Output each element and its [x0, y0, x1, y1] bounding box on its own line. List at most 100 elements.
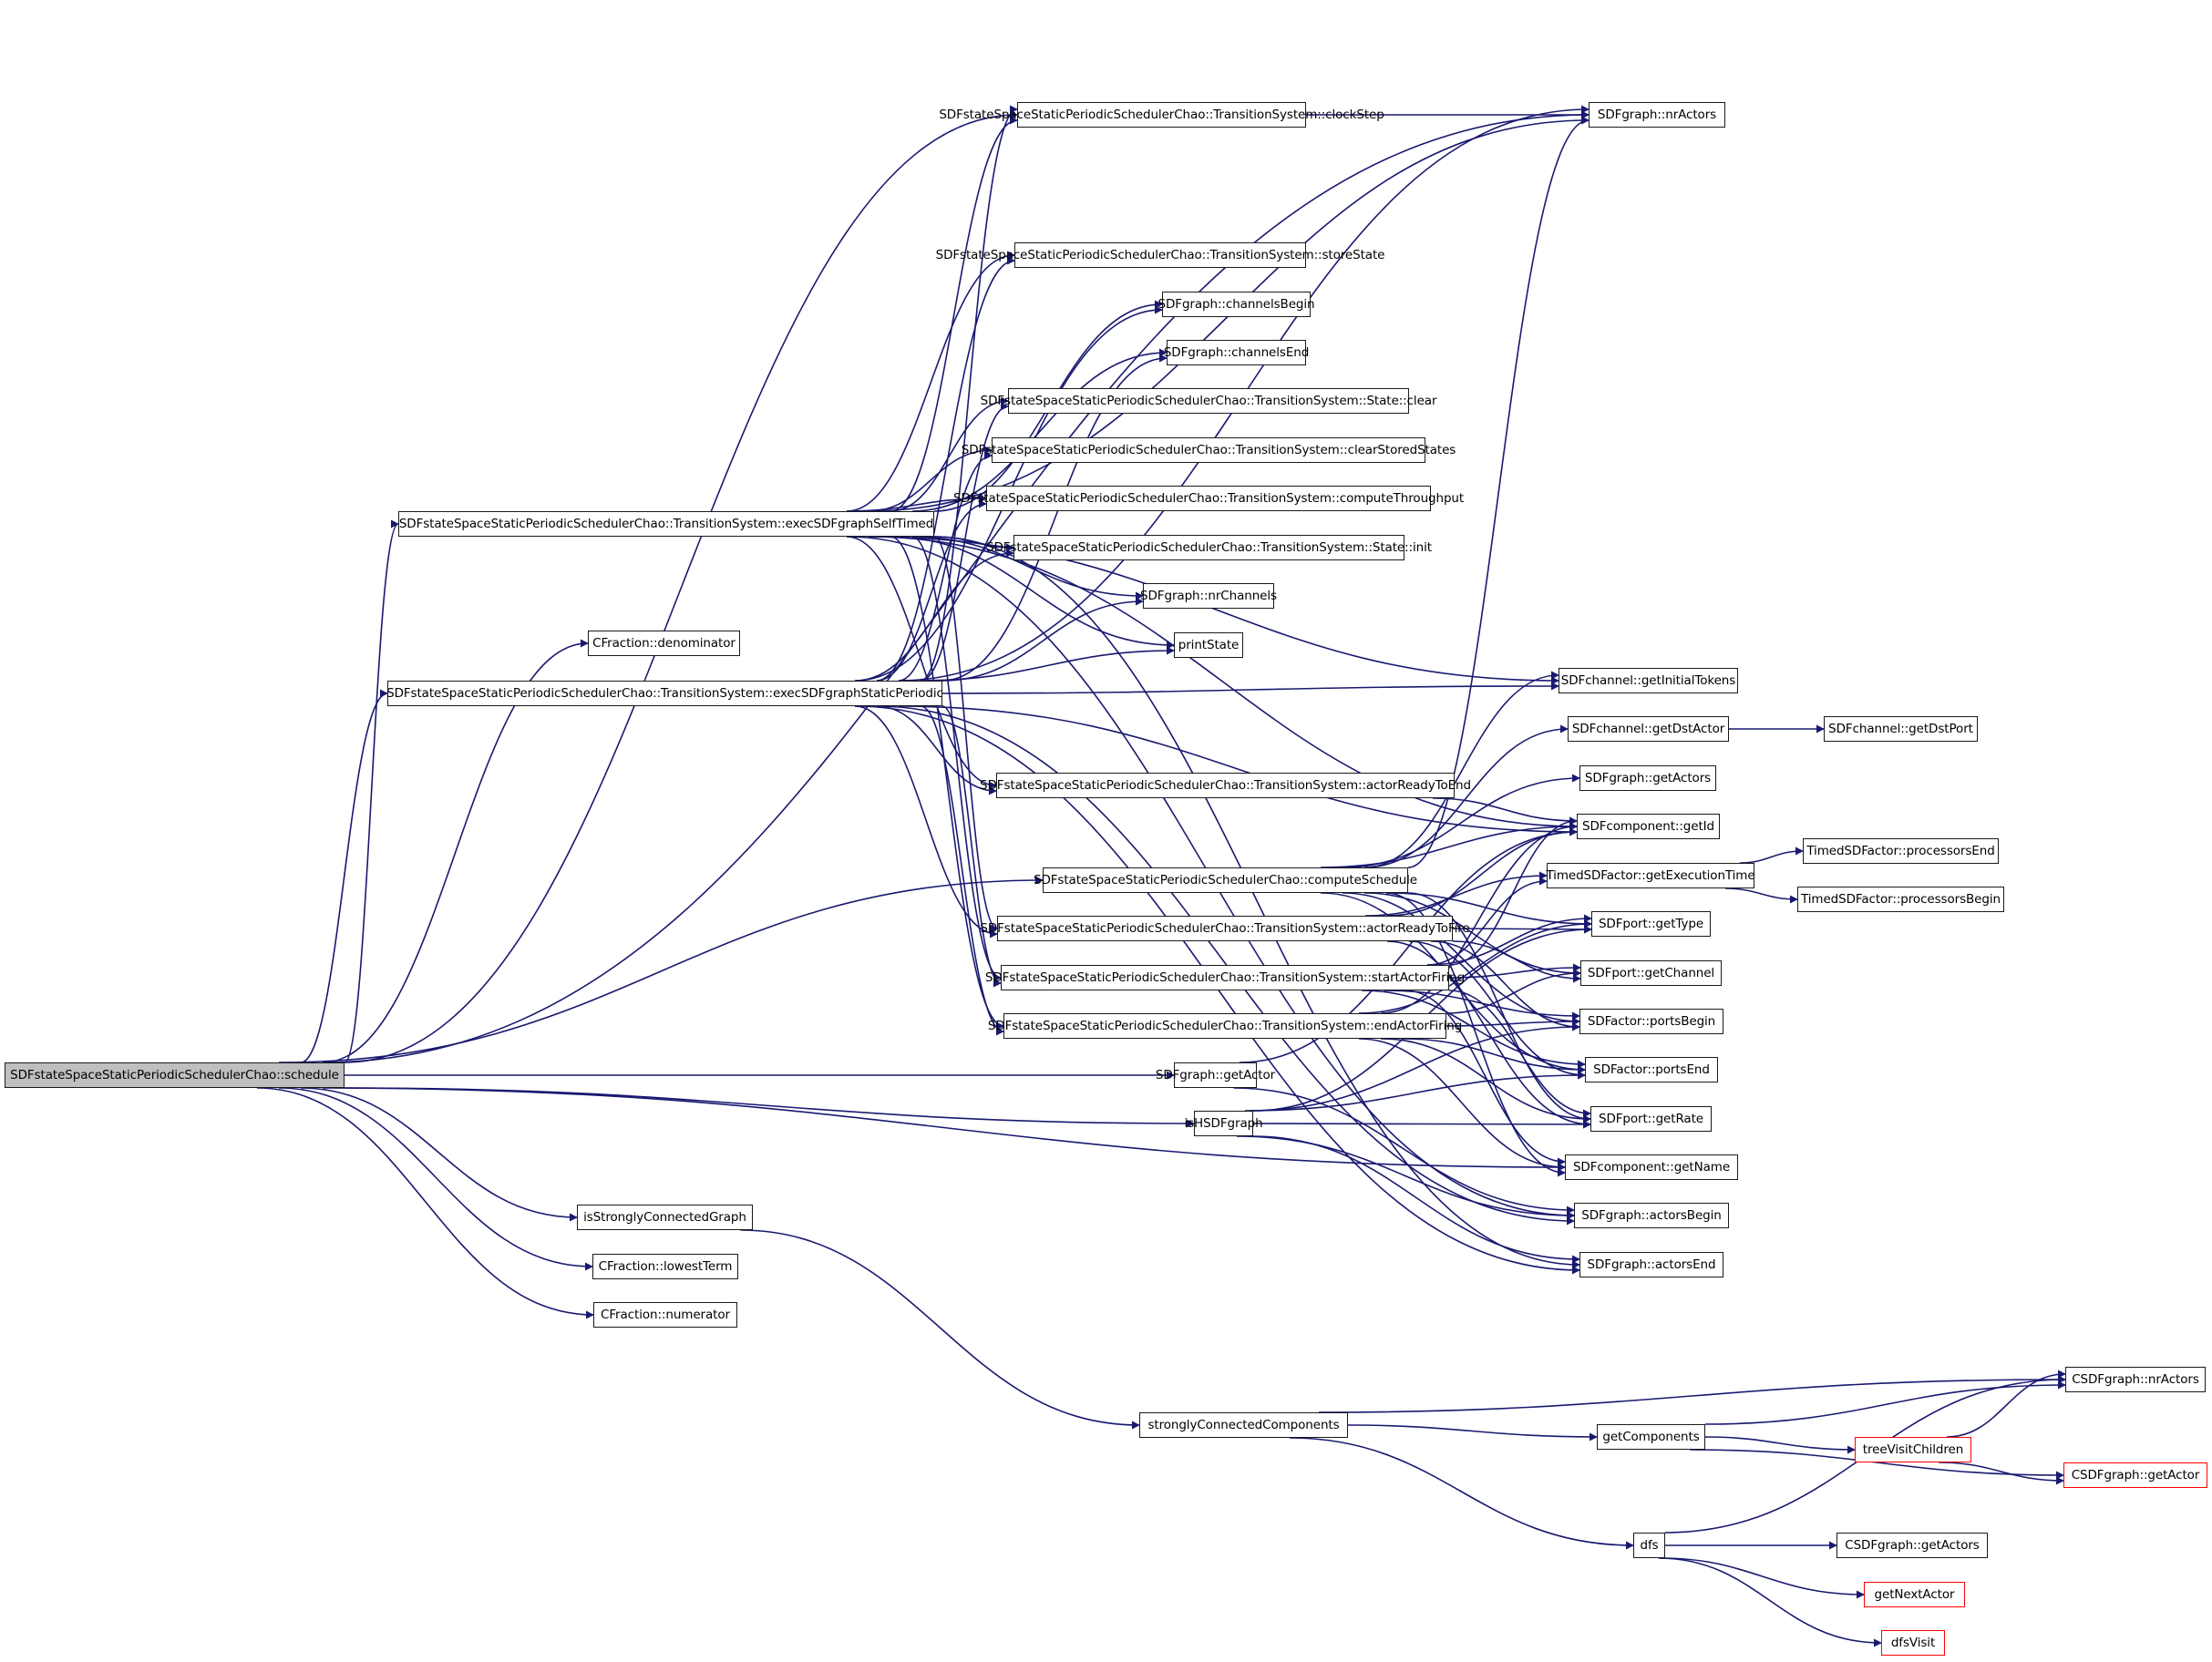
node-processors-end[interactable]: TimedSDFactor::processorsEnd	[1803, 838, 1999, 864]
edge-stronglyConnectedComponents-to-dfs	[1289, 1437, 1634, 1550]
edge-execStaticPeriodic-to-clearStoredStates	[898, 451, 993, 682]
node-print-state[interactable]: printState	[1174, 632, 1243, 658]
node-channels-end[interactable]: SDFgraph::channelsEnd	[1164, 340, 1309, 365]
edge-startActorFiring-to-getId	[1448, 816, 1578, 966]
node-strongly-connected-components[interactable]: stronglyConnectedComponents	[1139, 1412, 1348, 1438]
node-get-dst-actor[interactable]: SDFchannel::getDstActor	[1568, 716, 1729, 742]
node-schedule[interactable]: SDFstateSpaceStaticPeriodicSchedulerChao…	[5, 1062, 345, 1088]
edge-schedule-to-computeSchedule	[278, 876, 1044, 1063]
node-sdfactor-ports-begin[interactable]: SDFactor::portsBegin	[1579, 1009, 1723, 1034]
node-end-actor-firing[interactable]: SDFstateSpaceStaticPeriodicSchedulerChao…	[988, 1013, 1462, 1039]
edge-endActorFiring-to-portsEnd	[1402, 1038, 1586, 1074]
edge-isHSDFgraph-to-portsBegin	[1249, 1022, 1580, 1112]
node-get-components[interactable]: getComponents	[1597, 1424, 1705, 1450]
node-exec-sdf-graph-static-periodic[interactable]: SDFstateSpaceStaticPeriodicSchedulerChao…	[386, 681, 943, 706]
node-dfs[interactable]: dfs	[1633, 1533, 1665, 1558]
node-dfs-visit[interactable]: dfsVisit	[1881, 1630, 1945, 1656]
edge-actorReadyToFire-to-getChannel	[1452, 940, 1581, 983]
edge-computeSchedule-to-getId	[1320, 822, 1578, 868]
edge-schedule-to-clockStep	[344, 110, 1018, 1063]
node-clear-stored-states[interactable]: SDFstateSpaceStaticPeriodicSchedulerChao…	[962, 437, 1456, 463]
edge-schedule-to-numerator	[256, 1087, 594, 1319]
node-exec-sdf-graph-self-timed[interactable]: SDFstateSpaceStaticPeriodicSchedulerChao…	[398, 511, 934, 537]
edge-actorReadyToEnd-to-getId	[1432, 797, 1578, 826]
node-start-actor-firing[interactable]: SDFstateSpaceStaticPeriodicSchedulerChao…	[985, 965, 1465, 990]
node-sdfgraph-nr-actors[interactable]: SDFgraph::nrActors	[1589, 102, 1725, 128]
edge-treeVisitChildren-to-csdfGetActor	[1939, 1462, 2064, 1485]
edge-execSelfTimed-to-actorReadyToEnd	[846, 536, 997, 790]
edge-getActor-to-actorsBegin	[1233, 1087, 1575, 1215]
edge-isHSDFgraph-to-getRate	[1252, 1120, 1591, 1129]
edge-execSelfTimed-to-storeState	[846, 251, 1015, 512]
node-channels-begin[interactable]: SDFgraph::channelsBegin	[1158, 292, 1315, 317]
node-cfraction-numerator[interactable]: CFraction::numerator	[593, 1302, 737, 1328]
edge-schedule-to-isStronglyConnectedGraph	[300, 1087, 578, 1222]
node-sdfcomponent-get-name[interactable]: SDFcomponent::getName	[1565, 1154, 1738, 1180]
edge-execSelfTimed-to-actorsEnd	[933, 536, 1580, 1269]
edge-isHSDFgraph-to-actorsEnd	[1252, 1135, 1580, 1264]
node-is-strongly-connected-graph[interactable]: isStronglyConnectedGraph	[577, 1205, 753, 1230]
node-sdfcomponent-get-id[interactable]: SDFcomponent::getId	[1577, 814, 1720, 839]
node-get-dst-port[interactable]: SDFchannel::getDstPort	[1824, 716, 1978, 742]
node-is-hsdf-graph[interactable]: isHSDFgraph	[1184, 1111, 1263, 1136]
edge-dfs-to-dfsVisit	[1658, 1557, 1882, 1647]
node-sdfport-get-channel[interactable]: SDFport::getChannel	[1580, 960, 1722, 986]
node-state-init[interactable]: SDFstateSpaceStaticPeriodicSchedulerChao…	[986, 535, 1432, 560]
edge-schedule-to-execStaticPeriodic	[300, 689, 388, 1063]
edge-actorReadyToFire-to-portsEnd	[1408, 940, 1586, 1080]
edge-endActorFiring-to-getChannel	[1446, 969, 1581, 1014]
edge-isHSDFgraph-to-portsEnd	[1244, 1071, 1586, 1112]
node-cfraction-lowest-term[interactable]: CFraction::lowestTerm	[592, 1254, 738, 1279]
edge-execSelfTimed-to-actorReadyToFire	[933, 536, 998, 933]
node-sdfgraph-get-actors[interactable]: SDFgraph::getActors	[1579, 765, 1716, 791]
edge-computeSchedule-to-getInitialTokens	[1363, 671, 1559, 868]
node-sdfgraph-actors-begin[interactable]: SDFgraph::actorsBegin	[1574, 1203, 1729, 1228]
node-processors-begin[interactable]: TimedSDFactor::processorsBegin	[1797, 887, 2004, 912]
node-compute-schedule[interactable]: SDFstateSpaceStaticPeriodicSchedulerChao…	[1034, 867, 1417, 893]
node-csdf-get-actor[interactable]: CSDFgraph::getActor	[2063, 1462, 2207, 1488]
node-state-clear[interactable]: SDFstateSpaceStaticPeriodicSchedulerChao…	[981, 388, 1437, 414]
node-actor-ready-to-end[interactable]: SDFstateSpaceStaticPeriodicSchedulerChao…	[980, 773, 1471, 798]
edge-execStaticPeriodic-to-nrChannels	[941, 597, 1144, 682]
edge-stronglyConnectedComponents-to-csdfNrActors	[1318, 1375, 2066, 1413]
edge-actorReadyToFire-to-getType	[1452, 925, 1592, 934]
edge-execStaticPeriodic-to-printState	[920, 646, 1175, 682]
edge-getExecutionTime-to-processorsEnd	[1740, 846, 1804, 864]
edge-treeVisitChildren-to-csdfNrActors	[1947, 1370, 2066, 1438]
edge-execStaticPeriodic-to-storeState	[876, 256, 1015, 682]
edge-endActorFiring-to-getRate	[1380, 1038, 1591, 1123]
edge-execStaticPeriodic-to-getInitialTokens	[941, 682, 1559, 694]
edge-isHSDFgraph-to-actorsBegin	[1236, 1135, 1575, 1220]
edge-schedule-to-getName	[322, 1087, 1566, 1172]
edge-startActorFiring-to-getChannel	[1448, 963, 1581, 979]
edge-schedule-to-lowestTerm	[278, 1087, 593, 1271]
edge-execStaticPeriodic-to-actorReadyToEnd	[876, 705, 997, 795]
node-csdf-nr-actors[interactable]: CSDFgraph::nrActors	[2065, 1367, 2206, 1392]
node-cfraction-denominator[interactable]: CFraction::denominator	[588, 631, 740, 656]
node-nr-channels[interactable]: SDFgraph::nrChannels	[1140, 583, 1277, 609]
node-clock-step[interactable]: SDFstateSpaceStaticPeriodicSchedulerChao…	[939, 102, 1384, 128]
node-sdfport-get-type[interactable]: SDFport::getType	[1591, 911, 1711, 937]
edge-startActorFiring-to-getRate	[1448, 990, 1591, 1118]
node-sdfgraph-actors-end[interactable]: SDFgraph::actorsEnd	[1579, 1252, 1723, 1277]
node-compute-throughput[interactable]: SDFstateSpaceStaticPeriodicSchedulerChao…	[953, 486, 1464, 511]
node-sdfport-get-rate[interactable]: SDFport::getRate	[1590, 1106, 1712, 1132]
node-actor-ready-to-fire[interactable]: SDFstateSpaceStaticPeriodicSchedulerChao…	[980, 916, 1470, 941]
edge-dfs-to-getNextActor	[1661, 1557, 1865, 1599]
edge-getComponents-to-csdfNrActors	[1704, 1380, 2066, 1425]
node-store-state[interactable]: SDFstateSpaceStaticPeriodicSchedulerChao…	[936, 242, 1384, 268]
node-csdf-get-actors[interactable]: CSDFgraph::getActors	[1836, 1533, 1988, 1558]
node-get-next-actor[interactable]: getNextActor	[1864, 1582, 1965, 1607]
node-tree-visit-children[interactable]: treeVisitChildren	[1855, 1437, 1971, 1462]
edge-schedule-to-denominator	[322, 639, 589, 1063]
edge-execStaticPeriodic-to-stateInit	[854, 549, 1014, 682]
node-get-execution-time[interactable]: TimedSDFactor::getExecutionTime	[1546, 863, 1755, 888]
edge-computeSchedule-to-portsBegin	[1342, 892, 1580, 1026]
edge-getExecutionTime-to-processorsBegin	[1725, 887, 1798, 904]
edge-computeSchedule-to-getDstActor	[1363, 724, 1569, 868]
node-get-initial-tokens[interactable]: SDFchannel::getInitialTokens	[1559, 668, 1738, 693]
node-sdfgraph-get-actor[interactable]: SDFgraph::getActor	[1156, 1062, 1275, 1088]
edge-execStaticPeriodic-to-actorReadyToFire	[854, 705, 998, 939]
edge-startActorFiring-to-portsBegin	[1383, 990, 1580, 1021]
node-sdfactor-ports-end[interactable]: SDFactor::portsEnd	[1585, 1057, 1718, 1082]
